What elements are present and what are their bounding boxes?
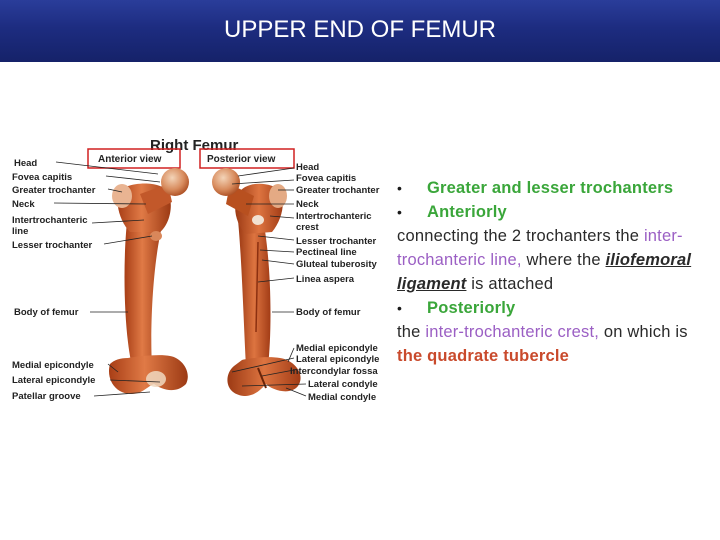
label-neck-anterior: Neck <box>12 199 35 210</box>
bullet-posteriorly-heading: Posteriorly <box>427 299 516 317</box>
anteriorly-description: connecting the 2 trochanters the inter-t… <box>397 224 702 296</box>
label-gluteal-tuberosity: Gluteal tuberosity <box>296 259 377 270</box>
label-head-posterior: Head <box>296 162 319 173</box>
anterior-view-box <box>87 148 181 169</box>
posterior-labels <box>231 167 307 397</box>
label-lateral-condyle: Lateral condyle <box>308 379 378 390</box>
label-greater-anterior: Greater trochanter <box>12 185 96 196</box>
bullet-dot-icon: • <box>397 300 403 316</box>
figure-heading: Right Femur <box>150 137 238 154</box>
bullet-dot-icon: • <box>397 204 403 220</box>
bullet-dot-icon: • <box>397 180 403 196</box>
anteriorly-text-1: connecting the 2 trochanters the <box>397 227 640 245</box>
quadrate-tubercle-highlight: the quadrate tubercle <box>397 347 569 365</box>
intertrochanteric-crest-highlight: inter-trochanteric crest, <box>425 323 600 341</box>
label-medial-condyle: Medial condyle <box>308 392 376 403</box>
label-intertroch-crest-2: crest <box>296 222 320 233</box>
label-intercondylar-fossa: Intercondylar fossa <box>290 366 378 377</box>
posteriorly-text-2: on which is <box>599 323 688 341</box>
label-intertroch-line-2: line <box>12 226 28 237</box>
label-head-anterior: Head <box>14 158 37 169</box>
anterior-femur-illustration <box>108 168 189 394</box>
label-fovea-anterior: Fovea capitis <box>12 172 72 183</box>
posterior-femur-illustration <box>212 168 301 396</box>
posterior-view-box <box>199 148 295 169</box>
bullet-trochanters: • Greater and lesser trochanters <box>397 176 702 200</box>
label-neck-posterior: Neck <box>296 199 319 210</box>
bullet-posteriorly: • Posteriorly <box>397 296 702 320</box>
label-body-posterior: Body of femur <box>296 307 361 318</box>
femur-figure: Right Femur Anterior view Posterior view <box>10 132 390 412</box>
bullet-anteriorly-heading: Anteriorly <box>427 203 507 221</box>
anteriorly-text-3: is attached <box>466 275 554 293</box>
label-patellar-groove: Patellar groove <box>12 391 81 402</box>
label-lateral-epicondyle-anterior: Lateral epicondyle <box>12 375 95 386</box>
label-medial-epicondyle-anterior: Medial epicondyle <box>12 360 94 371</box>
label-body-anterior: Body of femur <box>14 307 79 318</box>
bullet-trochanters-text: Greater and lesser trochanters <box>427 179 674 197</box>
label-lateral-epicondyle-posterior: Lateral epicondyle <box>296 354 379 365</box>
posterior-view-label: Posterior view <box>207 154 276 165</box>
anterior-view-label: Anterior view <box>98 154 162 165</box>
label-intertroch-line-1: Intertrochanteric <box>12 215 88 226</box>
label-lesser-anterior: Lesser trochanter <box>12 240 93 251</box>
bullet-anteriorly: • Anteriorly <box>397 200 702 224</box>
label-greater-posterior: Greater trochanter <box>296 185 380 196</box>
label-linea-aspera: Linea aspera <box>296 274 355 285</box>
anteriorly-text-2: where the <box>521 251 601 269</box>
bullet-list: • Greater and lesser trochanters • Anter… <box>397 176 702 368</box>
label-intertroch-crest-1: Intertrochanteric <box>296 211 372 222</box>
intertrochanteric-line-highlight: inter-trochanteric line, <box>397 227 683 269</box>
label-fovea-posterior: Fovea capitis <box>296 173 356 184</box>
posteriorly-description: the inter-trochanteric crest, on which i… <box>397 320 702 368</box>
title-bar: UPPER END OF FEMUR <box>0 0 720 62</box>
posteriorly-text-1: the <box>397 323 426 341</box>
label-pectineal-line: Pectineal line <box>296 247 357 258</box>
slide-title: UPPER END OF FEMUR <box>223 16 496 43</box>
label-lesser-posterior: Lesser trochanter <box>296 236 377 247</box>
label-medial-epicondyle-posterior: Medial epicondyle <box>296 343 378 354</box>
iliofemoral-ligament-term: iliofemoral ligament <box>397 251 692 293</box>
anterior-labels <box>53 161 161 397</box>
